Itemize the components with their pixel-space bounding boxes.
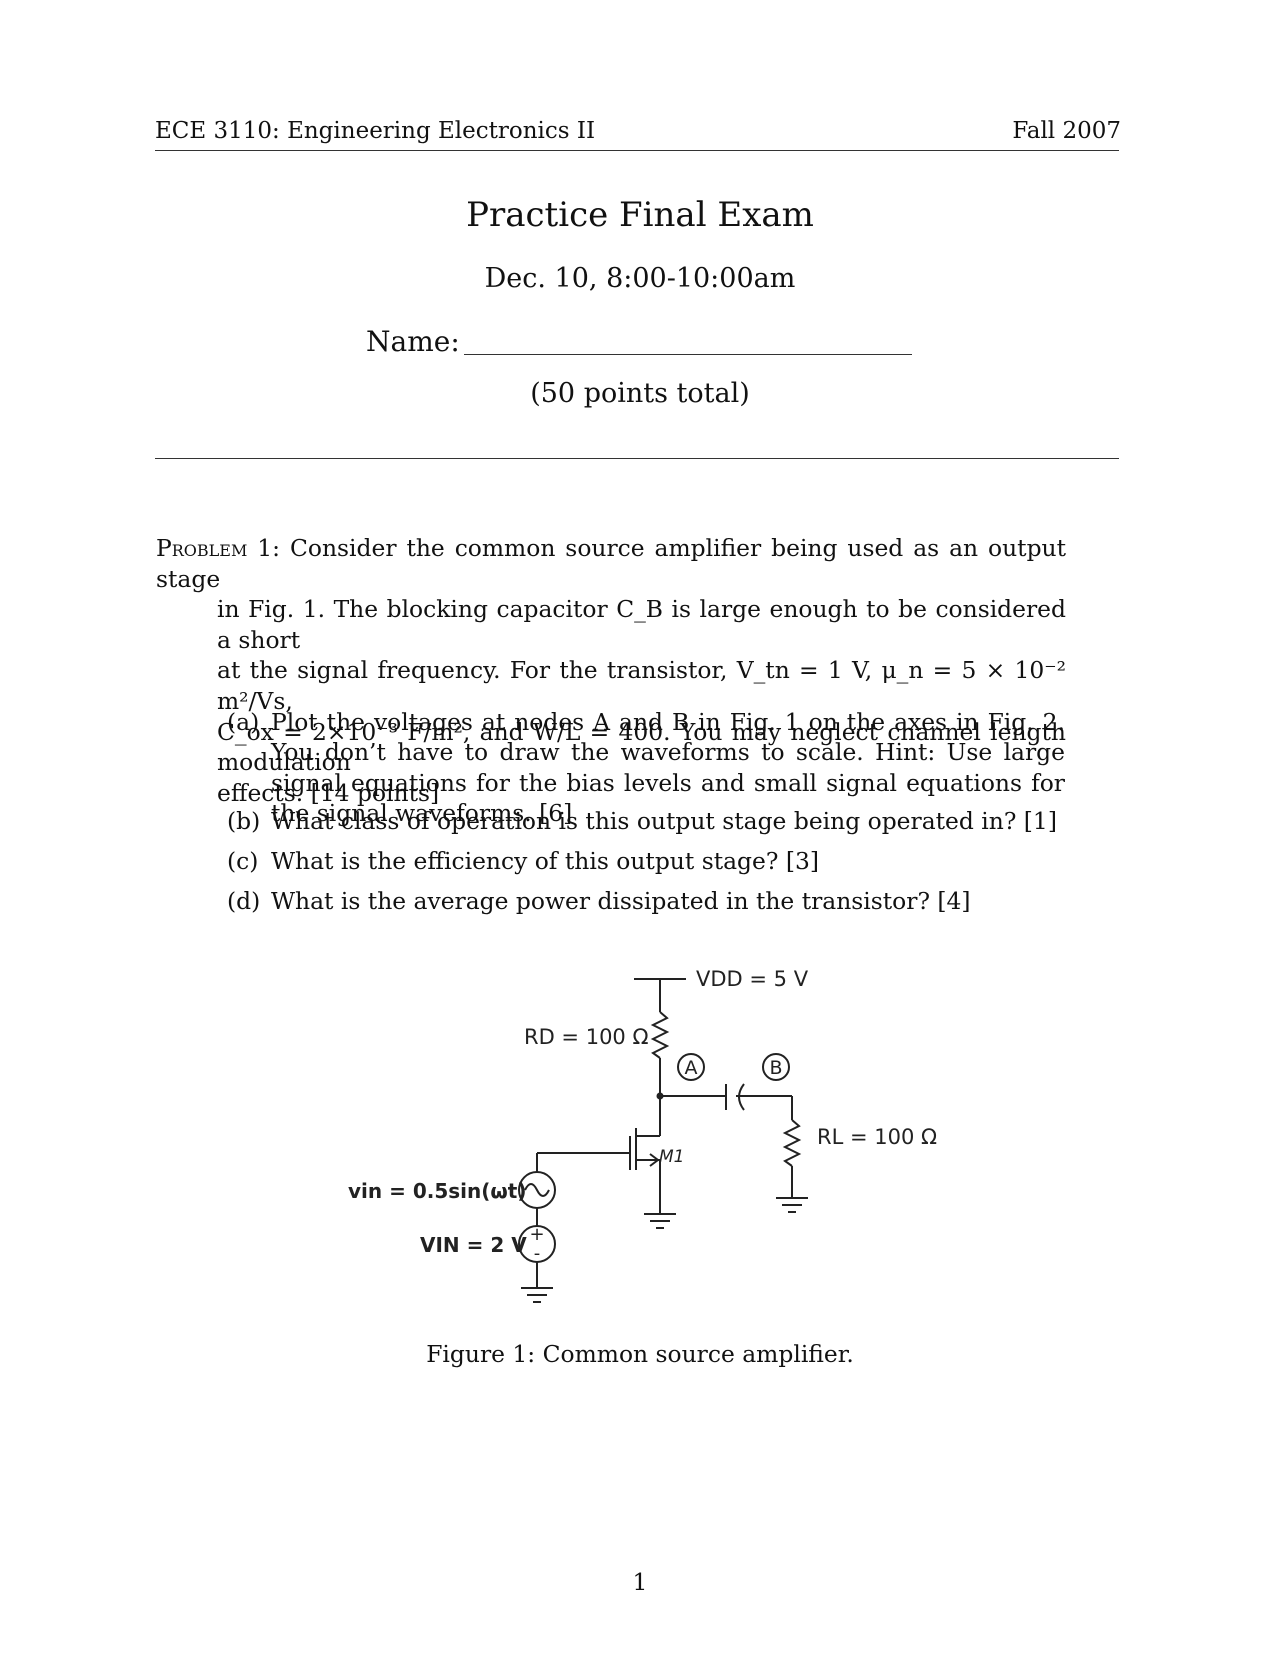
rl-resistor-icon (782, 1119, 802, 1167)
problem-text: Consider the common source amplifier bei… (156, 534, 1067, 593)
part-label: (a) (227, 708, 260, 736)
title-rule (155, 458, 1119, 459)
problem-1-statement: Problem 1: Consider the common source am… (156, 533, 1066, 808)
part-text: What is the efficiency of this output st… (271, 847, 819, 875)
exam-title: Practice Final Exam (466, 195, 814, 235)
problem-line-5: effects. [14 points] (217, 778, 440, 807)
problem-line-2: in Fig. 1. The blocking capacitor C_B is… (217, 595, 1066, 654)
term: Fall 2007 (1012, 118, 1121, 144)
node-a-label: A (685, 1057, 698, 1079)
rd-label: RD = 100 Ω (524, 1025, 649, 1049)
course-title: ECE 3110: Engineering Electronics II (155, 118, 596, 144)
vin-dc-label: VIN = 2 V (420, 1233, 527, 1257)
exam-date: Dec. 10, 8:00-10:00am (484, 263, 796, 294)
problem-line-1: Problem 1: Consider the common source am… (156, 533, 1066, 594)
problem-line-4: C_ox = 2×10⁻³ F/m², and W/L = 400. You m… (217, 717, 1066, 777)
plus-icon: + (529, 1224, 544, 1245)
vin-ac-label: vin = 0.5sin(ωt) (348, 1179, 526, 1203)
node-b-marker (762, 1053, 790, 1081)
m1-label: M1 (659, 1147, 684, 1167)
part-a: (a) Plot the voltages at nodes A and B i… (227, 707, 1065, 829)
problem-heading: Problem (156, 534, 248, 562)
node-a-marker (677, 1053, 705, 1081)
name-field-line (464, 354, 912, 355)
rd-resistor-icon (650, 1011, 670, 1059)
node-b-label: B (769, 1057, 782, 1079)
mosfet-arrow-icon (649, 1153, 660, 1167)
part-label: (d) (227, 887, 261, 915)
part-text: What class of operation is this output s… (271, 807, 1057, 835)
header-rule (155, 150, 1119, 151)
part-label: (c) (227, 847, 259, 875)
problem-line-3: at the signal frequency. For the transis… (217, 656, 1066, 715)
page-number: 1 (632, 1568, 648, 1596)
minus-icon: - (534, 1243, 541, 1264)
junction-dot (656, 1092, 664, 1100)
part-text: What is the average power dissipated in … (271, 887, 971, 915)
part-d: (d) What is the average power dissipated… (227, 886, 1065, 916)
rl-label: RL = 100 Ω (817, 1125, 937, 1149)
figure-caption: Figure 1: Common source amplifier. (426, 1340, 854, 1368)
vdd-label: VDD = 5 V (696, 967, 809, 991)
name-label: Name: (366, 325, 460, 358)
points-total: (50 points total) (530, 378, 750, 409)
part-text: Plot the voltages at nodes A and B in Fi… (271, 708, 1065, 828)
sine-icon (524, 1183, 550, 1197)
part-c: (c) What is the efficiency of this outpu… (227, 846, 1065, 876)
part-label: (b) (227, 807, 261, 835)
part-b: (b) What class of operation is this outp… (227, 806, 1065, 836)
problem-number: 1: (257, 534, 281, 562)
